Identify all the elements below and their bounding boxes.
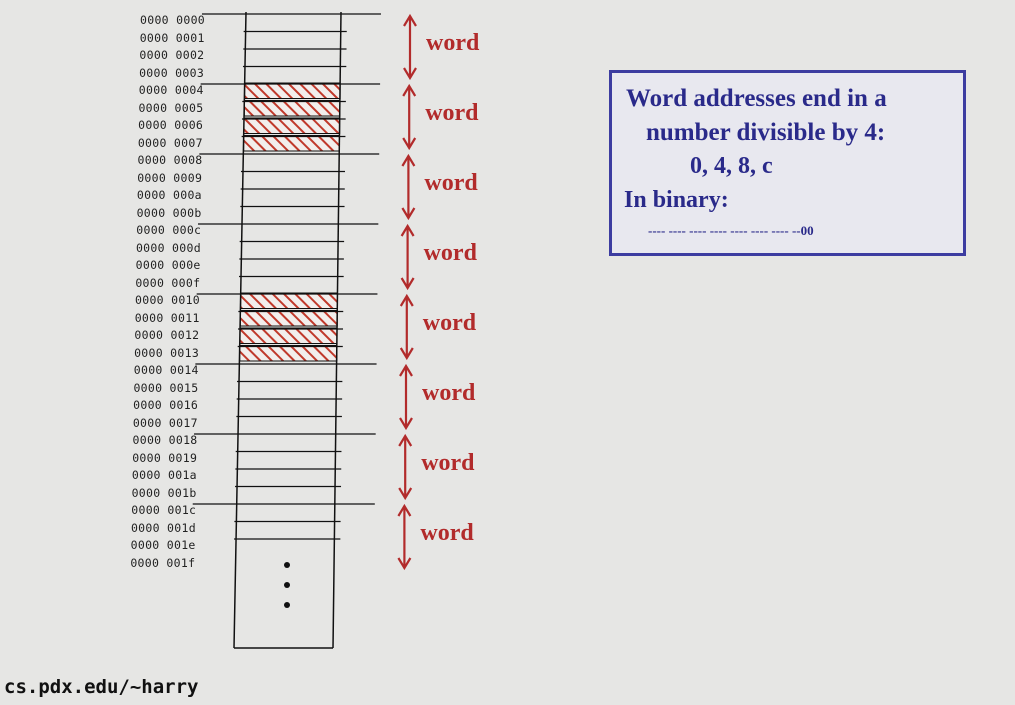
address-label: 0000 0001 xyxy=(139,30,205,45)
info-box: Word addresses end in a number divisible… xyxy=(609,70,966,256)
highlighted-byte-18 xyxy=(239,327,338,344)
address-label: 0000 001c xyxy=(131,503,197,517)
highlighted-byte-4 xyxy=(244,82,341,99)
address-label: 0000 0000 xyxy=(140,13,206,27)
word-arrow xyxy=(402,83,417,151)
highlighted-byte-19 xyxy=(239,345,338,362)
continuation-dot xyxy=(284,562,290,568)
address-label: 0000 0013 xyxy=(134,345,200,360)
address-label: 0000 0014 xyxy=(133,363,199,377)
word-label: word xyxy=(422,310,477,336)
address-label: 0000 0011 xyxy=(134,310,200,325)
highlighted-byte-16 xyxy=(240,292,338,309)
memory-left-edge xyxy=(233,11,247,649)
word-label: word xyxy=(421,450,475,476)
address-label: 0000 001f xyxy=(130,555,196,570)
address-label: 0000 0017 xyxy=(132,415,198,430)
address-label: 0000 0004 xyxy=(138,83,204,97)
address-label: 0000 001e xyxy=(130,538,196,552)
word-arrow xyxy=(403,13,417,81)
info-line-2: number divisible by 4: xyxy=(646,119,886,146)
address-label: 0000 0008 xyxy=(137,153,203,167)
continuation-dot xyxy=(284,582,290,588)
address-label: 0000 001a xyxy=(131,468,197,482)
address-label: 0000 0002 xyxy=(139,48,205,62)
address-label: 0000 0012 xyxy=(134,328,200,342)
highlighted-byte-5 xyxy=(243,100,341,117)
address-label: 0000 0003 xyxy=(139,65,205,80)
address-label: 0000 0015 xyxy=(133,380,199,395)
continuation-dot xyxy=(284,602,290,608)
word-arrow xyxy=(401,153,416,221)
address-label: 0000 000d xyxy=(135,240,201,255)
address-label: 0000 0005 xyxy=(138,100,204,115)
address-label: 0000 000b xyxy=(136,205,202,220)
info-line-1: Word addresses end in a xyxy=(626,85,887,112)
highlighted-byte-7 xyxy=(243,135,340,152)
memory-right-edge xyxy=(332,11,342,649)
word-arrow xyxy=(399,293,414,361)
address-label: 0000 0010 xyxy=(135,293,201,307)
highlighted-byte-6 xyxy=(243,117,341,134)
address-label: 0000 000c xyxy=(136,223,202,237)
info-line-3: 0, 4, 8, c xyxy=(690,153,773,179)
word-arrow xyxy=(397,503,412,571)
footer-url: cs.pdx.edu/~harry xyxy=(4,676,199,698)
address-label: 0000 000a xyxy=(136,188,202,202)
word-label: word xyxy=(420,520,474,546)
word-arrow xyxy=(398,433,413,501)
address-label: 0000 000f xyxy=(135,275,201,290)
address-label: 0000 0006 xyxy=(138,118,204,132)
address-label: 0000 0009 xyxy=(137,170,203,185)
word-label: word xyxy=(423,240,477,266)
address-label: 0000 001b xyxy=(131,485,197,500)
info-line-4: In binary: xyxy=(624,187,729,213)
highlighted-byte-17 xyxy=(239,310,338,327)
address-label: 0000 001d xyxy=(130,520,196,535)
address-label: 0000 0018 xyxy=(132,433,198,447)
word-arrow xyxy=(399,363,413,431)
word-label: word xyxy=(422,380,476,406)
address-label: 0000 0016 xyxy=(133,398,199,412)
address-label: 0000 000e xyxy=(135,258,201,272)
word-arrow xyxy=(400,223,415,291)
info-line-5: ---- ---- ---- ---- ---- ---- ---- --00 xyxy=(648,223,814,238)
word-label: word xyxy=(425,100,479,126)
address-label: 0000 0019 xyxy=(132,450,198,465)
word-label: word xyxy=(424,170,478,196)
word-label: word xyxy=(426,30,480,56)
address-label: 0000 0007 xyxy=(137,135,203,150)
